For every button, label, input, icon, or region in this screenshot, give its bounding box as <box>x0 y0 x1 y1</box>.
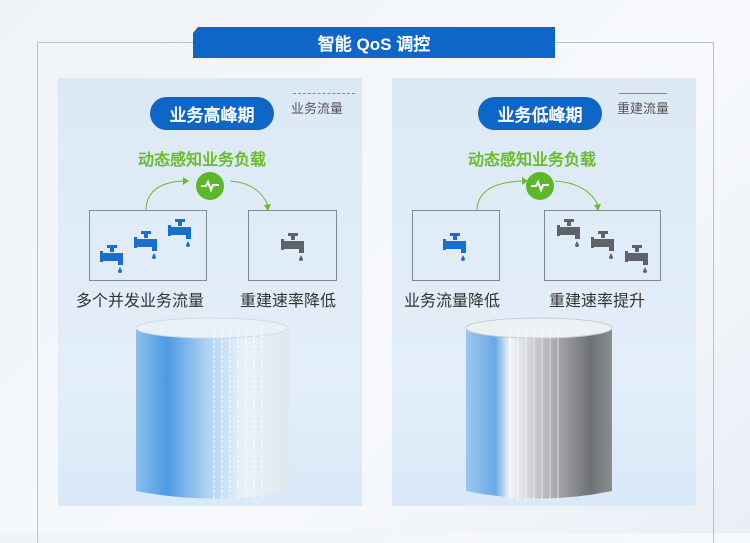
legend-rebuild-traffic: 重建流量 <box>617 93 670 117</box>
faucet-icon <box>134 231 158 259</box>
faucet-icon <box>281 233 305 261</box>
offpeak-period-badge: 业务低峰期 <box>478 97 602 130</box>
reduced-traffic-box <box>412 210 500 281</box>
panel-peak: 业务高峰期 业务流量 动态感知业务负载 多个并发业务流量 重建速率降低 <box>58 78 362 506</box>
rebuild-rate-box <box>248 210 337 281</box>
legend-business-traffic: 业务流量 <box>291 93 355 117</box>
faucet-icon <box>625 245 649 273</box>
faucet-icon <box>100 245 124 273</box>
faucet-icon <box>557 219 581 247</box>
legend-label: 业务流量 <box>291 101 344 116</box>
legend-label: 重建流量 <box>617 101 670 116</box>
flow-arrows <box>476 177 601 212</box>
storage-cylinder-peak <box>135 317 289 501</box>
pulse-icon <box>196 172 224 200</box>
load-sensing-label: 动态感知业务负载 <box>138 152 267 169</box>
load-sensing-label: 动态感知业务负载 <box>468 152 597 169</box>
caption-traffic-lower: 业务流量降低 <box>404 293 501 310</box>
rebuild-rate-box <box>544 210 661 281</box>
faucet-icon <box>168 219 192 247</box>
concurrent-traffic-box <box>89 210 207 281</box>
faucet-icon <box>591 231 615 259</box>
pulse-icon <box>526 172 554 200</box>
caption-rebuild-lower: 重建速率降低 <box>240 293 337 310</box>
peak-period-badge: 业务高峰期 <box>150 97 274 130</box>
faucet-icon <box>443 233 467 261</box>
panel-offpeak: 业务低峰期 重建流量 动态感知业务负载 业务流量降低 重建速率提升 <box>392 78 696 506</box>
title-banner: 智能 QoS 调控 <box>193 27 555 58</box>
storage-cylinder-offpeak <box>465 317 613 501</box>
caption-concurrent-traffic: 多个并发业务流量 <box>76 293 205 310</box>
flow-arrows <box>145 177 271 212</box>
caption-rebuild-higher: 重建速率提升 <box>549 293 646 310</box>
